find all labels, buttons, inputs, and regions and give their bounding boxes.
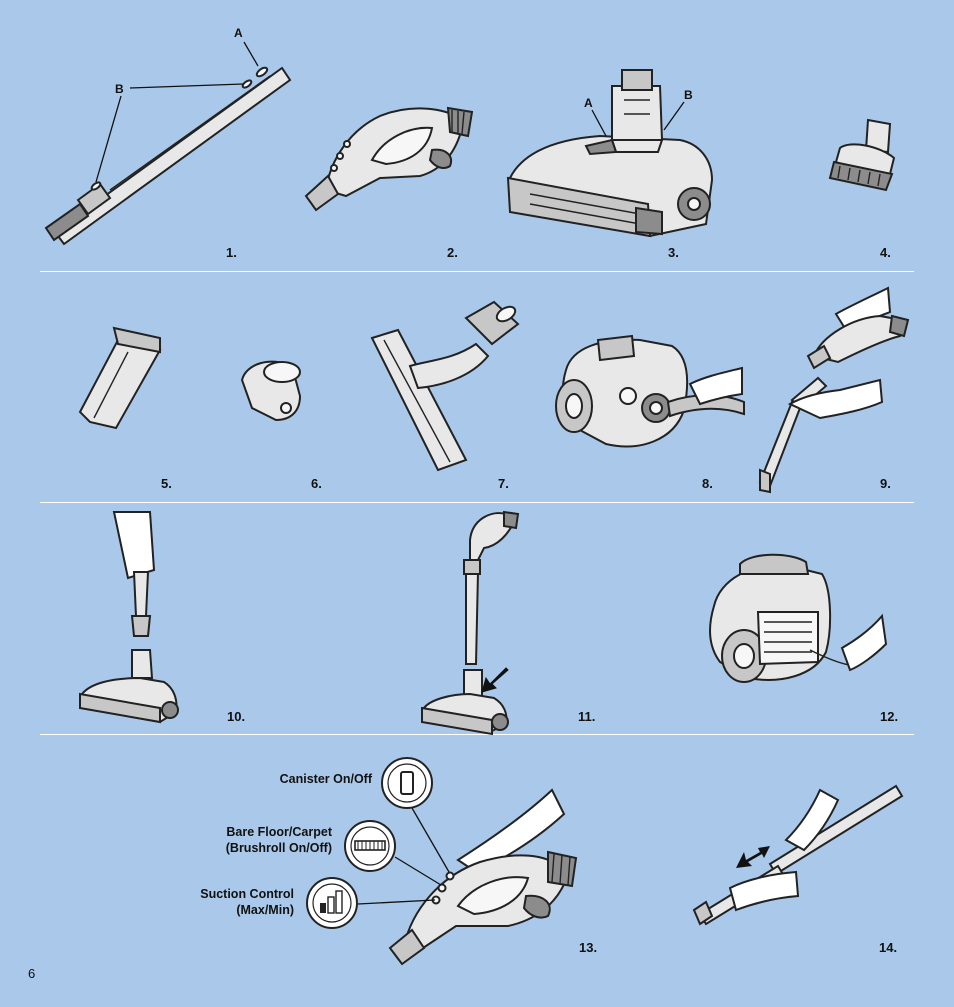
figure-number: 13. bbox=[579, 940, 598, 955]
fig6-adaptor bbox=[240, 360, 302, 422]
fig5-crevice-tool bbox=[78, 326, 162, 430]
fig14-wand-adjust bbox=[692, 784, 904, 926]
fig8-canister-hose bbox=[555, 334, 745, 448]
figure-number: 3. bbox=[668, 245, 679, 260]
figure-number: 5. bbox=[161, 476, 172, 491]
brushroll-icon bbox=[344, 820, 396, 872]
figure-number: 7. bbox=[498, 476, 509, 491]
power-switch-icon bbox=[381, 757, 433, 809]
fig12-canister-cord bbox=[709, 553, 888, 683]
push-arrow-icon bbox=[481, 667, 509, 693]
suction-max-min-text: (Max/Min) bbox=[236, 903, 294, 917]
double-arrow-icon bbox=[736, 846, 770, 868]
row-divider-1 bbox=[40, 271, 914, 272]
figure-number: 6. bbox=[311, 476, 322, 491]
figure-number: 11. bbox=[578, 709, 596, 724]
canister-on-off-text: Canister On/Off bbox=[279, 772, 372, 786]
figure-number: 10. bbox=[227, 709, 246, 724]
fig3-callout-b: B bbox=[684, 88, 693, 102]
suction-control-label: Suction Control (Max/Min) bbox=[152, 886, 294, 918]
brushroll-on-off-text: (Brushroll On/Off) bbox=[225, 841, 332, 855]
figure-number: 14. bbox=[879, 940, 898, 955]
figure-number: 8. bbox=[702, 476, 713, 491]
bare-floor-carpet-text: Bare Floor/Carpet bbox=[226, 825, 332, 839]
suction-level-icon bbox=[306, 877, 358, 929]
figure-number: 4. bbox=[880, 245, 891, 260]
fig1-callout-b: B bbox=[115, 82, 124, 96]
bare-floor-carpet-label: Bare Floor/Carpet (Brushroll On/Off) bbox=[172, 824, 332, 856]
figure-number: 9. bbox=[880, 476, 891, 491]
fig2-hose-handle bbox=[304, 106, 474, 212]
figure-number: 12. bbox=[880, 709, 899, 724]
row-divider-2 bbox=[40, 502, 914, 503]
canister-on-off-label: Canister On/Off bbox=[222, 771, 372, 787]
fig13-handle-controls bbox=[357, 788, 578, 966]
page-number: 6 bbox=[28, 966, 36, 981]
row-divider-3 bbox=[40, 734, 914, 735]
fig1-extension-wand bbox=[44, 41, 292, 246]
figure-number: 1. bbox=[226, 245, 237, 260]
figure-number: 2. bbox=[447, 245, 458, 260]
suction-control-text: Suction Control bbox=[200, 887, 294, 901]
fig11-assembled-wand bbox=[421, 510, 520, 736]
fig7-floor-tool bbox=[370, 300, 520, 472]
fig4-dusting-brush bbox=[828, 118, 896, 192]
fig9-connect-wand bbox=[758, 286, 910, 494]
fig10-wand-into-nozzle bbox=[79, 511, 179, 724]
fig3-power-nozzle bbox=[506, 69, 714, 238]
fig1-callout-a: A bbox=[234, 26, 243, 40]
fig3-callout-a: A bbox=[584, 96, 593, 110]
